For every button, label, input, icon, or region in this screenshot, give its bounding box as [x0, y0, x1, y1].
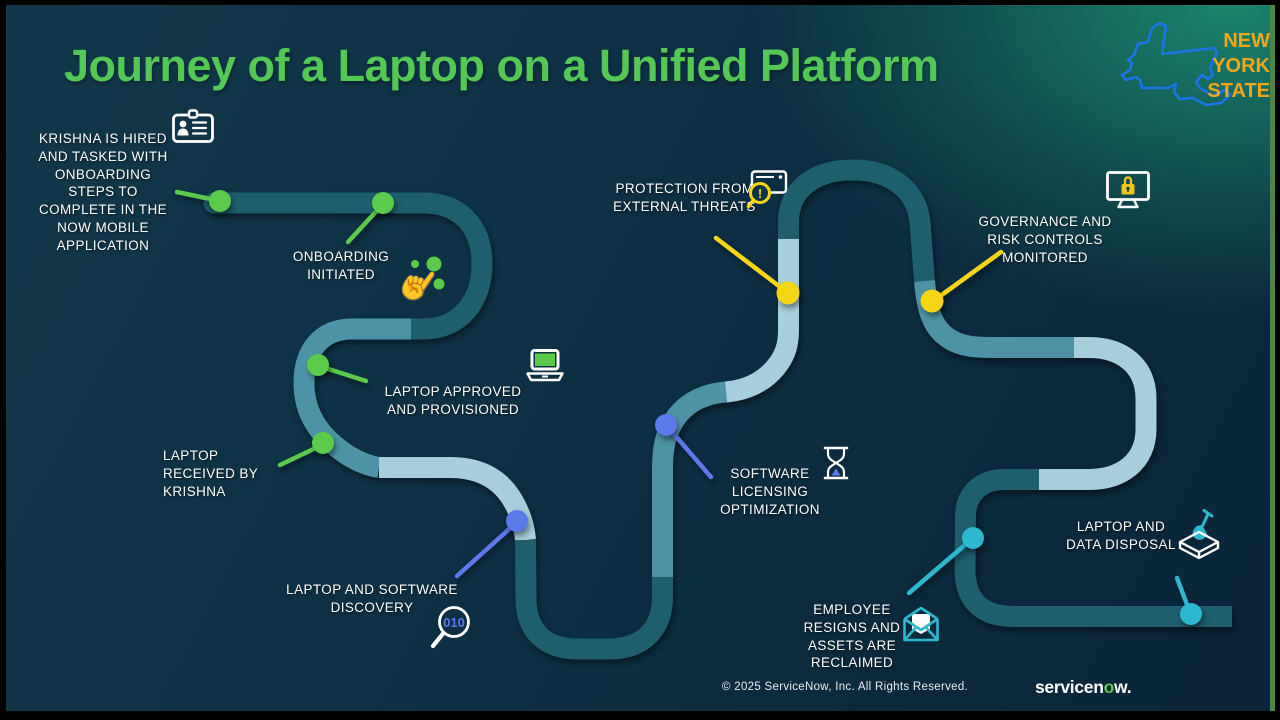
label-onboarding-initiated: ONBOARDING INITIATED: [292, 249, 390, 282]
label-laptop-software-discovery: LAPTOP AND SOFTWARE DISCOVERY: [286, 582, 458, 615]
label-laptop-received: LAPTOP RECEIVED BY KRISHNA: [163, 448, 259, 499]
id-badge-icon: [172, 109, 214, 143]
label-governance-risk: GOVERNANCE AND RISK CONTROLS MONITORED: [978, 214, 1112, 265]
envelope-icon: [903, 606, 939, 642]
label-protection-threats: PROTECTION FROM EXTERNAL THREATS: [613, 181, 756, 214]
magnifier-code-icon: 010: [430, 606, 470, 649]
ny-state-outline: [1120, 21, 1232, 107]
servicenow-logo-green-o: o: [1103, 677, 1115, 697]
label-laptop-approved: LAPTOP APPROVED AND PROVISIONED: [384, 384, 522, 417]
disposal-icon: [1178, 509, 1220, 560]
label-laptop-data-disposal: LAPTOP AND DATA DISPOSAL: [1066, 519, 1176, 552]
ny-state-logo-text: NEW YORK STATE: [1207, 30, 1270, 102]
monitor-lock-icon: [1106, 171, 1150, 209]
copyright-text: © 2025 ServiceNow, Inc. All Rights Reser…: [721, 681, 969, 693]
slide-title: Journey of a Laptop on a Unified Platfor…: [64, 40, 939, 91]
servicenow-logo-post: w.: [1114, 677, 1132, 697]
threat-scan-icon: !: [746, 170, 788, 209]
right-edge-stripe: [1270, 5, 1275, 711]
tap-icon: [411, 256, 445, 290]
magnifier-code-label: 010: [443, 615, 465, 630]
servicenow-logo-pre: servicen: [1035, 677, 1104, 697]
threat-alert-glyph: !: [758, 186, 762, 201]
laptop-icon: [526, 349, 564, 382]
servicenow-logo: servicenow.: [1035, 677, 1132, 698]
label-software-licensing: SOFTWARE LICENSING OPTIMIZATION: [720, 466, 820, 517]
label-employee-resigns: EMPLOYEE RESIGNS AND ASSETS ARE RECLAIME…: [803, 602, 901, 671]
label-krishna-hired: KRISHNA IS HIRED AND TASKED WITH ONBOARD…: [38, 131, 168, 253]
hourglass-icon: [823, 446, 849, 480]
